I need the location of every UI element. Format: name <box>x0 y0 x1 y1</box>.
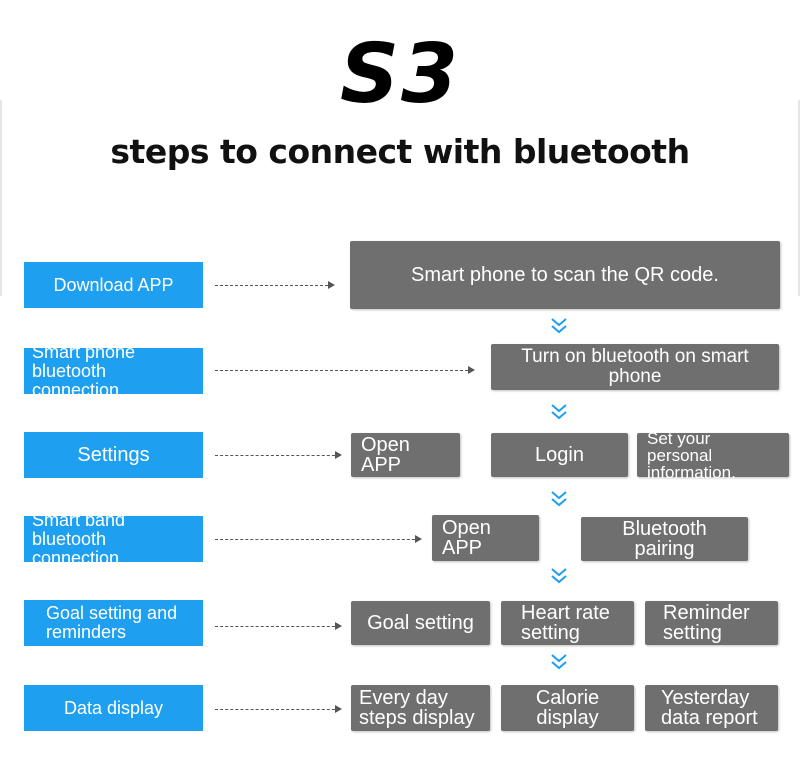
action-open-app-band: Open APP <box>432 515 539 561</box>
action-login: Login <box>491 433 628 477</box>
step-3-arrow <box>215 451 342 459</box>
page-subtitle: steps to connect with bluetooth <box>110 132 690 171</box>
step-goal-reminders: Goal setting and reminders <box>24 600 203 646</box>
step-settings: Settings <box>24 432 203 478</box>
action-set-personal-info: Set your personal information. <box>637 430 789 481</box>
step-band-bluetooth: Smart band bluetooth connection <box>24 510 203 567</box>
chevron-down-icon <box>551 404 567 420</box>
action-heart-rate-setting: Heart rate setting <box>501 601 634 645</box>
chevron-down-icon <box>551 318 567 334</box>
step-data-display: Data display <box>24 685 203 731</box>
step-phone-bluetooth: Smart phone bluetooth connection <box>24 342 203 399</box>
page-title: S3 <box>339 27 461 122</box>
step-5-arrow <box>215 622 342 630</box>
step-1-arrow <box>215 281 335 289</box>
action-calorie-display: Calorie display <box>501 685 634 731</box>
action-bluetooth-pairing: Bluetooth pairing <box>581 517 748 561</box>
action-yesterday-report: Yesterday data report <box>645 685 778 731</box>
right-edge-border <box>798 100 800 296</box>
chevron-down-icon <box>551 654 567 670</box>
action-open-app: Open APP <box>351 433 460 477</box>
chevron-down-icon <box>551 491 567 507</box>
action-goal-setting: Goal setting <box>351 601 490 645</box>
chevron-down-icon <box>551 568 567 584</box>
step-6-arrow <box>215 705 342 713</box>
step-2-arrow <box>215 366 475 374</box>
action-steps-display: Every day steps display <box>351 685 490 731</box>
step-4-arrow <box>215 535 422 543</box>
step-download-app: Download APP <box>24 262 203 308</box>
action-scan-qr: Smart phone to scan the QR code. <box>350 241 780 309</box>
action-reminder-setting: Reminder setting <box>645 601 778 645</box>
action-turn-on-bluetooth: Turn on bluetooth on smart phone <box>491 344 779 390</box>
left-edge-border <box>0 100 2 296</box>
